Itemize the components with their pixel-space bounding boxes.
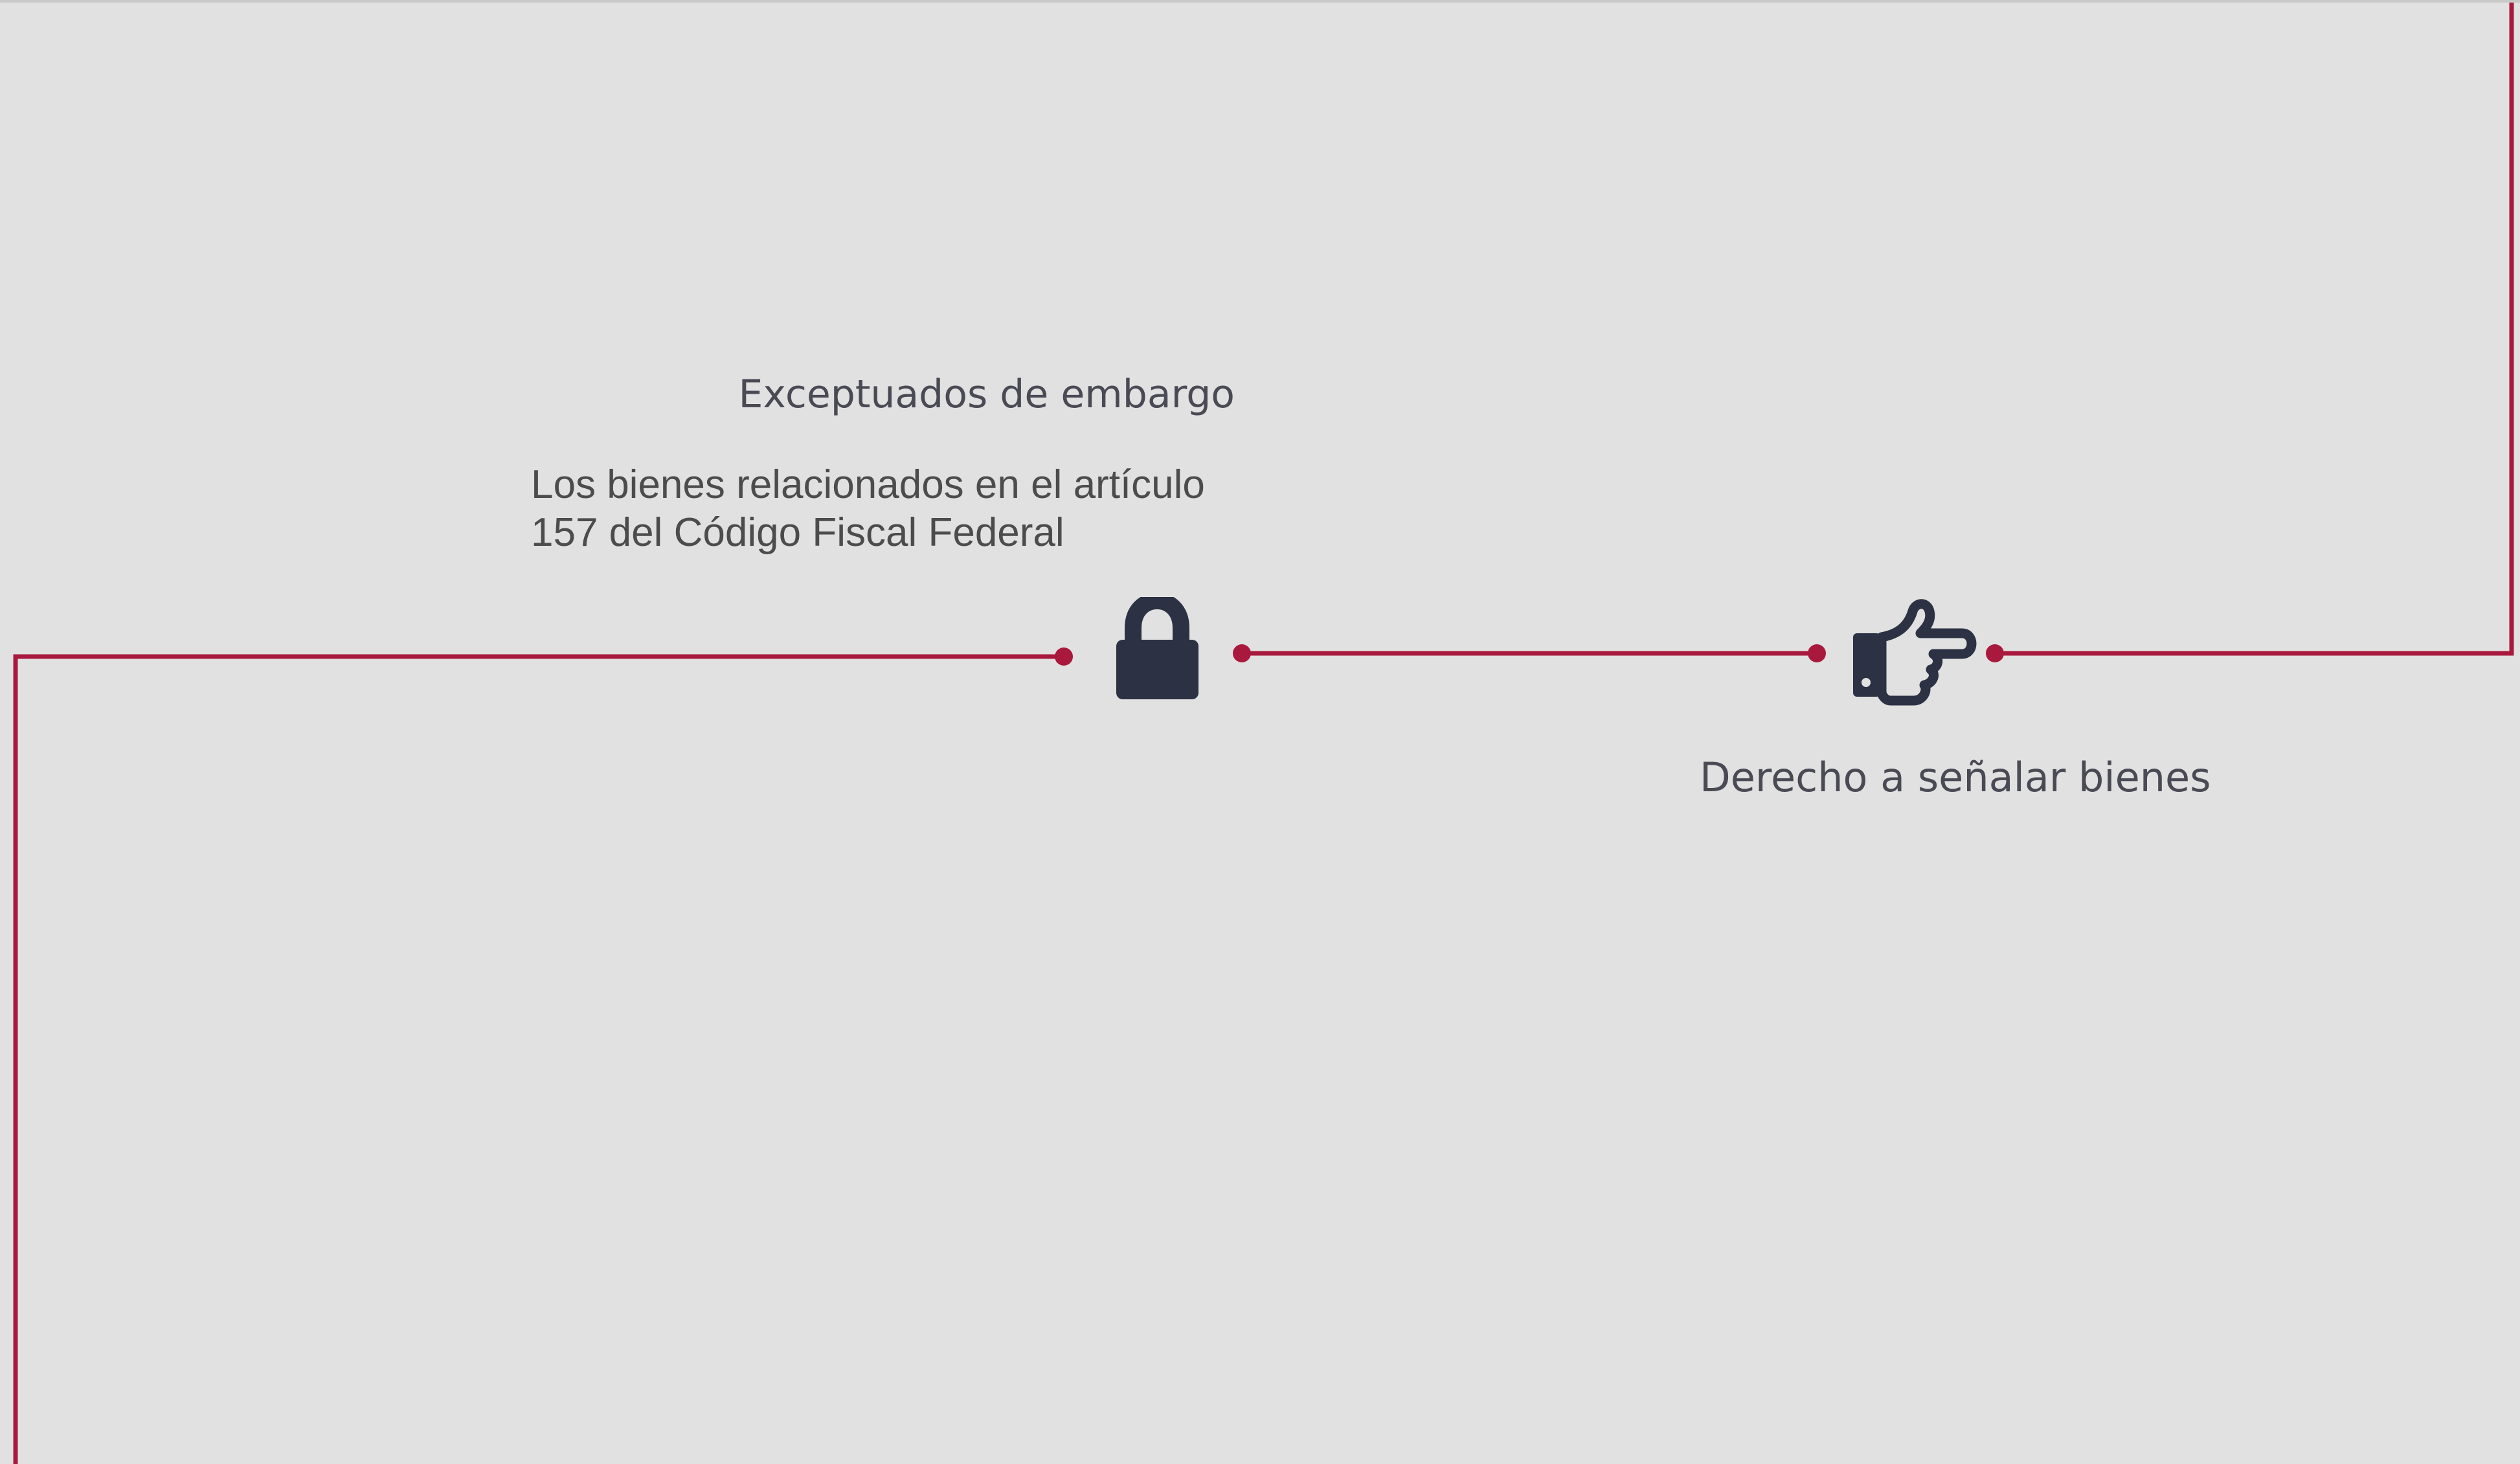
connector-dot xyxy=(1055,648,1073,666)
connector-dot xyxy=(1233,644,1251,662)
connector-left xyxy=(13,654,1064,1464)
connector-right xyxy=(1995,3,2514,656)
node-heading-exceptuados: Exceptuados de embargo xyxy=(738,372,1235,417)
node-body-exceptuados: Los bienes relacionados en el artículo 1… xyxy=(531,462,1205,555)
lock-icon xyxy=(1116,597,1198,699)
node-heading-derecho: Derecho a señalar bienes xyxy=(1700,754,2211,801)
connector-dot xyxy=(1986,644,2004,662)
connector-dot xyxy=(1808,644,1826,662)
connector-lines xyxy=(13,3,2514,1464)
pointing-hand-icon xyxy=(1853,599,1977,706)
